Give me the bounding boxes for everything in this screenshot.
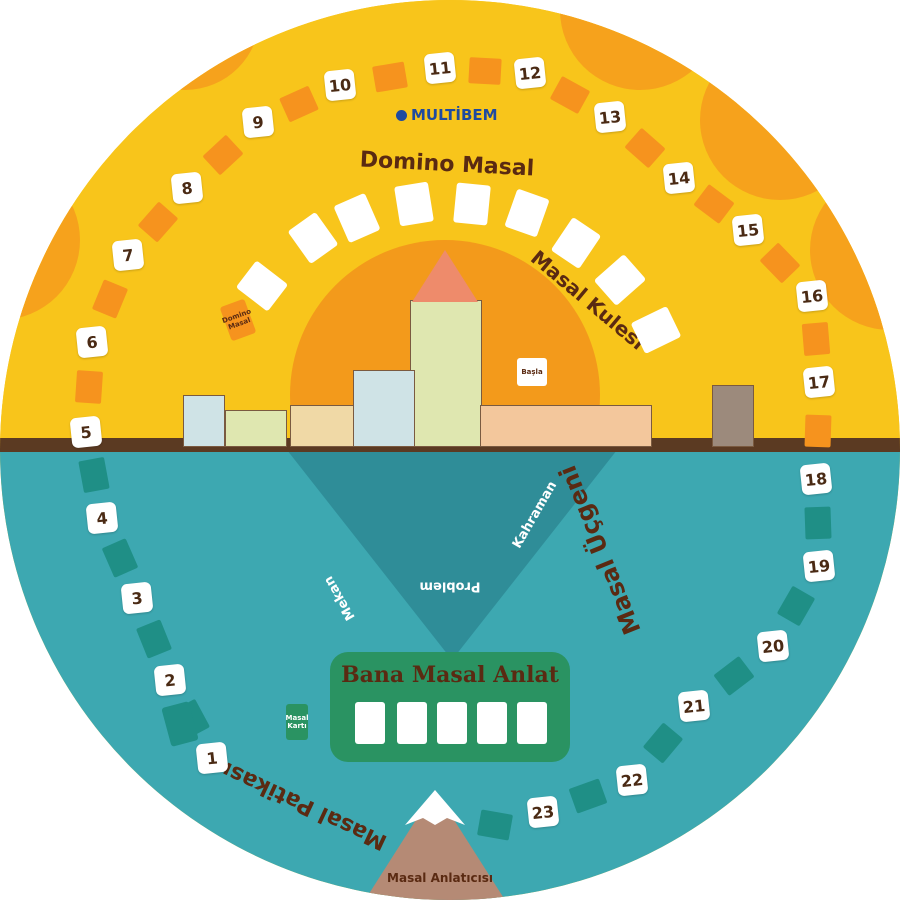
track-number[interactable]: 16 <box>795 279 829 313</box>
tower <box>410 300 482 447</box>
track-number[interactable]: 20 <box>756 629 790 663</box>
building <box>480 405 652 447</box>
track-number[interactable]: 15 <box>731 213 765 247</box>
track-number[interactable]: 8 <box>170 171 204 205</box>
track-space[interactable] <box>372 61 408 92</box>
track-space[interactable] <box>78 456 110 494</box>
start-tile[interactable]: Başla <box>517 358 547 386</box>
track-space[interactable] <box>476 809 514 841</box>
domino-card-slot[interactable] <box>453 182 491 226</box>
track-number[interactable]: 7 <box>111 238 145 272</box>
card-slot[interactable] <box>355 702 385 744</box>
track-number[interactable]: 14 <box>662 161 696 195</box>
building <box>183 395 225 447</box>
track-number[interactable]: 12 <box>513 56 547 90</box>
track-number[interactable]: 13 <box>593 100 627 134</box>
track-space[interactable] <box>803 506 832 539</box>
track-number[interactable]: 2 <box>153 663 187 697</box>
card-slot[interactable] <box>517 702 547 744</box>
masal-anlaticisi-label: Masal Anlatıcısı <box>387 871 493 885</box>
track-number[interactable]: 23 <box>526 795 560 829</box>
track-number[interactable]: 1 <box>195 741 229 775</box>
track-number[interactable]: 21 <box>677 689 711 723</box>
track-number[interactable]: 22 <box>615 763 649 797</box>
brand-logo: MULTİBEM <box>396 106 498 124</box>
box-title: Bana Masal Anlat <box>341 662 559 688</box>
masal-karti-deck[interactable]: Masal Kartı <box>286 704 309 740</box>
track-number[interactable]: 3 <box>120 581 154 615</box>
building <box>353 370 415 447</box>
bana-masal-anlat-box: Bana Masal Anlat <box>330 652 570 762</box>
track-number[interactable]: 6 <box>75 325 109 359</box>
track-number[interactable]: 11 <box>423 51 457 85</box>
track-number[interactable]: 5 <box>69 415 103 449</box>
track-number[interactable]: 10 <box>323 68 357 102</box>
track-number[interactable]: 17 <box>802 365 836 399</box>
building <box>225 410 287 447</box>
track-space[interactable] <box>801 321 830 357</box>
card-slot[interactable] <box>477 702 507 744</box>
track-space[interactable] <box>804 414 831 447</box>
triangle-problem: Problem <box>419 578 481 594</box>
decor-circle <box>700 40 860 200</box>
track-space[interactable] <box>468 56 502 85</box>
track-number[interactable]: 9 <box>241 105 275 139</box>
track-number[interactable]: 18 <box>799 462 833 496</box>
track-number[interactable]: 4 <box>85 501 119 535</box>
windmill <box>712 385 754 447</box>
card-slot[interactable] <box>437 702 467 744</box>
logo-icon <box>396 109 407 121</box>
card-slot[interactable] <box>397 702 427 744</box>
domino-card-slot[interactable] <box>394 181 434 227</box>
track-space[interactable] <box>74 370 104 404</box>
track-number[interactable]: 19 <box>802 549 836 583</box>
